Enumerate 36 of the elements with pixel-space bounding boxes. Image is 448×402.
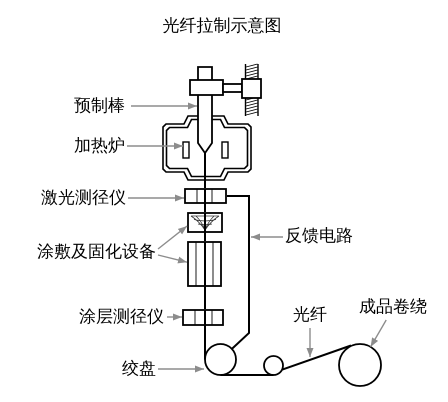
leader-line xyxy=(158,366,204,372)
leader-line xyxy=(127,142,183,150)
coating-gauge xyxy=(182,309,224,326)
part-label: 加热炉 xyxy=(74,136,125,156)
take-up-reel xyxy=(338,343,382,387)
guide-roller xyxy=(263,355,284,376)
optical-fiber xyxy=(204,180,206,188)
leader-line xyxy=(251,234,283,240)
laser-gauge xyxy=(184,188,227,204)
leader-line xyxy=(158,226,188,250)
optical-fiber xyxy=(204,232,206,241)
part-label: 预制棒 xyxy=(74,96,125,116)
optical-fiber xyxy=(204,203,206,212)
signal-line xyxy=(227,195,250,350)
part-label: 光纤 xyxy=(293,305,327,325)
part-label: 绞盘 xyxy=(122,359,156,379)
optical-fiber xyxy=(204,286,206,309)
part-label: 涂敷及固化设备 xyxy=(37,242,156,262)
part-label: 激光测径仪 xyxy=(41,188,126,208)
leader-line xyxy=(128,194,184,202)
diagram-title: 光纤拉制示意图 xyxy=(162,16,282,36)
optical-fiber xyxy=(282,344,352,371)
leader-line xyxy=(158,254,188,264)
optical-fiber xyxy=(220,374,274,376)
part-label: 涂层测径仪 xyxy=(79,307,164,327)
coating-cup xyxy=(187,212,223,233)
optical-fiber xyxy=(204,325,206,360)
part-label: 反馈电路 xyxy=(285,226,353,246)
part-label: 成品卷绕 xyxy=(359,297,427,317)
curing-oven xyxy=(187,241,222,287)
furnace xyxy=(161,114,253,181)
capstan-wheel xyxy=(204,343,237,376)
leader-line xyxy=(370,320,387,348)
leader-line xyxy=(306,328,314,357)
leader-line xyxy=(167,314,182,320)
leader-line xyxy=(131,102,197,110)
